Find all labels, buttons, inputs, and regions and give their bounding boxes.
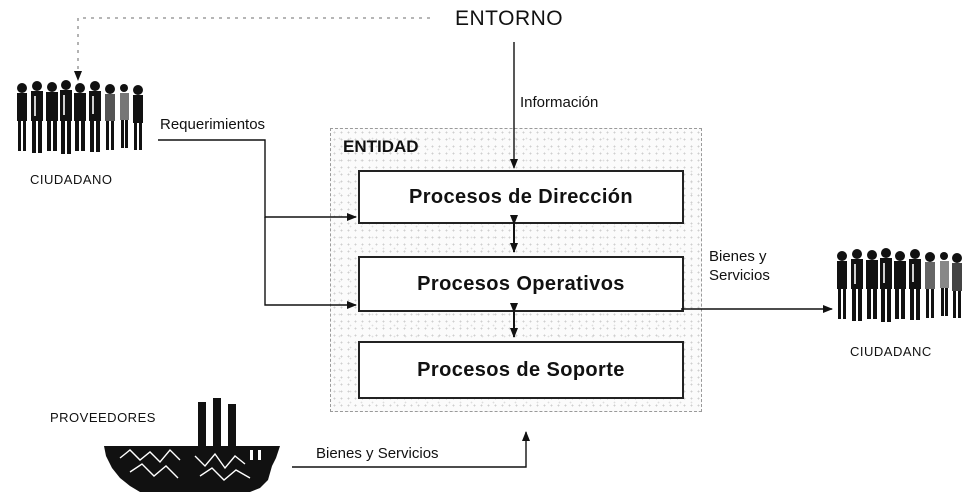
factory-icon bbox=[104, 398, 280, 492]
procesos-direccion-label: Procesos de Dirección bbox=[408, 185, 634, 208]
procesos-operativos-box: Procesos Operativos bbox=[358, 256, 684, 312]
procesos-soporte-label: Procesos de Soporte bbox=[417, 358, 625, 381]
entorno-label: ENTORNO bbox=[455, 7, 564, 30]
ciudadano-left-crowd-icon bbox=[17, 80, 143, 154]
entorno-feedback-line bbox=[74, 17, 430, 81]
procesos-operativos-label: Procesos Operativos bbox=[417, 272, 625, 295]
procesos-direccion-box: Procesos de Dirección bbox=[358, 170, 684, 224]
ciudadano-left-label: CIUDADANO bbox=[30, 172, 113, 187]
requerimientos-operativos-arrow bbox=[264, 217, 357, 309]
requerimientos-label: Requerimientos bbox=[160, 116, 266, 133]
informacion-label: Información bbox=[520, 94, 599, 111]
entidad-label: ENTIDAD bbox=[343, 137, 419, 156]
bienes-servicios-in-arrow bbox=[292, 431, 530, 468]
bienes-servicios-out-label: Bienes y Servicios bbox=[709, 248, 770, 284]
procesos-soporte-box: Procesos de Soporte bbox=[358, 341, 684, 399]
bienes-servicios-in-label: Bienes y Servicios bbox=[316, 445, 439, 462]
requerimientos-arrow bbox=[158, 139, 357, 221]
ciudadano-right-crowd-icon bbox=[837, 248, 962, 322]
proveedores-label: PROVEEDORES bbox=[50, 410, 156, 425]
ciudadano-right-label: CIUDADANC bbox=[850, 344, 932, 359]
